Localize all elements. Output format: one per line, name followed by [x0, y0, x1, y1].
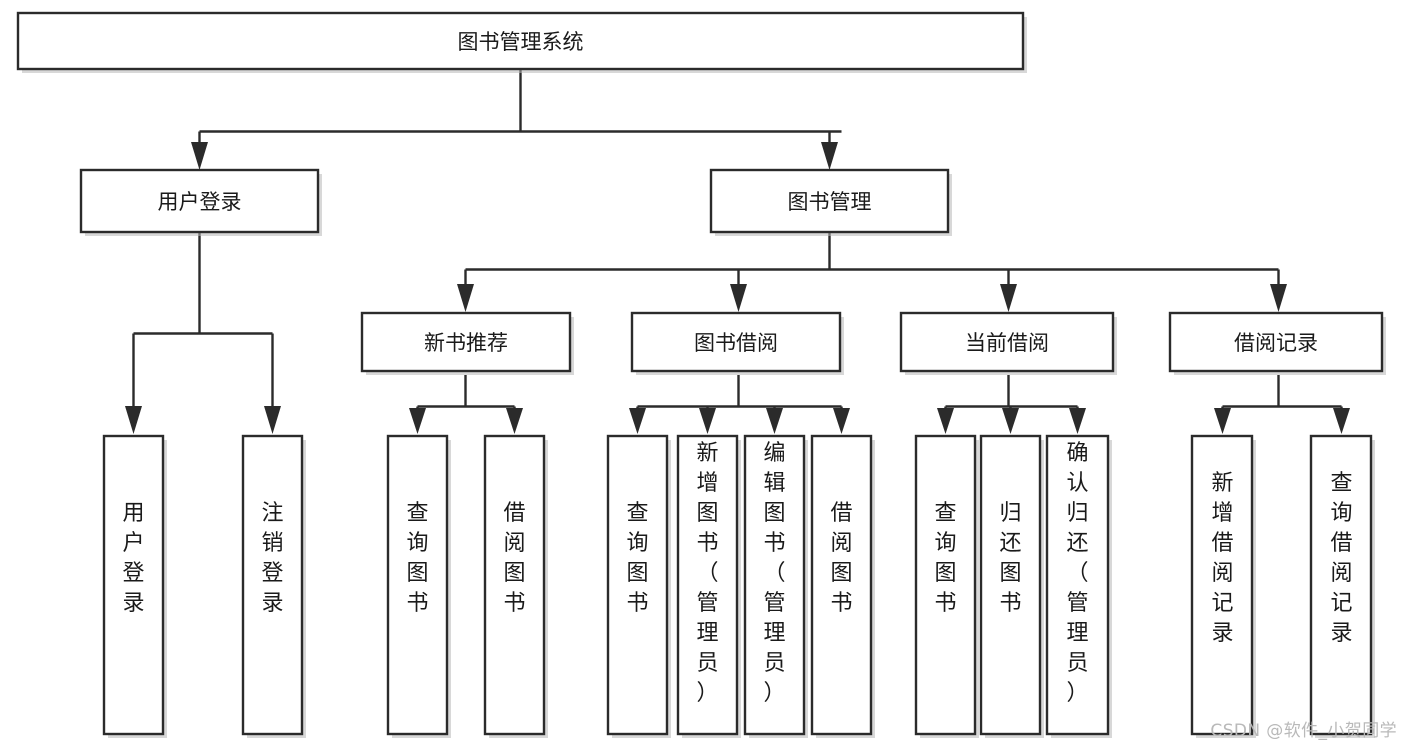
node-leaf-add-book[interactable]: 新增图书（管理员） — [676, 434, 741, 738]
node-leaf-add-book-label: 新增图书（管理员） — [696, 441, 718, 706]
node-leaf-query-book-1-label: 查询图书 — [406, 501, 428, 616]
node-leaf-confirm-return-box — [1045, 434, 1110, 736]
arrowhead-l2b — [730, 284, 747, 312]
node-book-borrow[interactable]: 图书借阅 — [630, 311, 844, 375]
node-current-borrow-box — [899, 311, 1115, 373]
node-leaf-add-book-box — [676, 434, 739, 736]
node-leaf-return-book-label: 归还图书 — [999, 501, 1021, 616]
node-user-login-box — [79, 168, 320, 234]
node-borrow-record-label: 借阅记录 — [1234, 331, 1318, 355]
arrowhead-leaf3 — [409, 408, 426, 434]
node-book-management[interactable]: 图书管理 — [709, 168, 952, 236]
connectors — [125, 69, 1350, 434]
node-current-borrow[interactable]: 当前借阅 — [899, 311, 1117, 375]
arrowhead-leaf5 — [629, 408, 646, 434]
node-borrow-record-box — [1168, 311, 1384, 373]
csdn-watermark: CSDN @软件_小贺同学 — [1210, 721, 1397, 741]
arrowhead-leaf13 — [1333, 408, 1350, 434]
node-leaf-edit-book[interactable]: 编辑图书（管理员） — [743, 434, 808, 738]
arrowhead-l1a — [191, 142, 208, 170]
node-leaf-logout-label: 注销登录 — [261, 501, 283, 616]
arrowhead-leaf4 — [506, 408, 523, 434]
node-current-borrow-label: 当前借阅 — [965, 331, 1049, 355]
node-leaf-logout-box — [241, 434, 304, 736]
node-leaf-query-book-3[interactable]: 查询图书 — [914, 434, 979, 738]
node-leaf-confirm-return-label: 确认归还（管理员） — [1066, 441, 1088, 706]
arrowhead-leaf7 — [766, 408, 783, 434]
arrowhead-leaf9 — [937, 408, 954, 434]
node-leaf-borrow-book-2-label: 借阅图书 — [830, 501, 852, 616]
node-book-borrow-label: 图书借阅 — [694, 331, 778, 355]
node-leaf-user-login-box — [102, 434, 165, 736]
arrowhead-leaf6 — [699, 408, 716, 434]
node-leaf-query-borrow-record-box — [1309, 434, 1373, 736]
node-leaf-add-borrow-record[interactable]: 新增借阅记录 — [1190, 434, 1256, 738]
node-root[interactable]: 图书管理系统 — [16, 11, 1027, 73]
node-leaf-add-borrow-record-label: 新增借阅记录 — [1211, 471, 1233, 646]
arrowhead-leaf2 — [264, 406, 281, 434]
node-leaf-return-book-box — [979, 434, 1042, 736]
node-leaf-borrow-book-2[interactable]: 借阅图书 — [810, 434, 875, 738]
arrowhead-l2a — [457, 284, 474, 312]
node-new-book-recommend-label: 新书推荐 — [424, 331, 508, 355]
arrowhead-leaf12 — [1214, 408, 1231, 434]
node-leaf-borrow-book-1[interactable]: 借阅图书 — [483, 434, 548, 738]
node-root-label: 图书管理系统 — [458, 30, 584, 54]
node-user-login-label: 用户登录 — [158, 190, 242, 214]
node-book-borrow-box — [630, 311, 842, 373]
node-leaf-borrow-book-2-box — [810, 434, 873, 736]
arrowhead-leaf8 — [833, 408, 850, 434]
node-leaf-return-book[interactable]: 归还图书 — [979, 434, 1044, 738]
node-leaf-query-book-1-box — [386, 434, 449, 736]
arrowhead-leaf11 — [1069, 408, 1086, 434]
arrowhead-leaf1 — [125, 406, 142, 434]
node-leaf-user-login[interactable]: 用户登录 — [102, 434, 167, 738]
node-leaf-query-book-2-box — [606, 434, 669, 736]
node-leaf-borrow-book-1-box — [483, 434, 546, 736]
node-leaf-edit-book-label: 编辑图书（管理员） — [763, 441, 785, 706]
arrowhead-l2d — [1270, 284, 1287, 312]
node-leaf-query-borrow-record-label: 查询借阅记录 — [1330, 471, 1352, 646]
node-borrow-record[interactable]: 借阅记录 — [1168, 311, 1386, 375]
node-leaf-query-book-1[interactable]: 查询图书 — [386, 434, 451, 738]
node-leaf-query-book-3-label: 查询图书 — [934, 501, 956, 616]
node-leaf-logout[interactable]: 注销登录 — [241, 434, 306, 738]
node-new-book-recommend[interactable]: 新书推荐 — [360, 311, 574, 375]
node-new-book-recommend-box — [360, 311, 572, 373]
node-leaf-query-book-2[interactable]: 查询图书 — [606, 434, 671, 738]
node-leaf-user-login-label: 用户登录 — [122, 501, 144, 616]
node-leaf-borrow-book-1-label: 借阅图书 — [503, 501, 525, 616]
node-leaf-query-book-3-box — [914, 434, 977, 736]
node-leaf-query-borrow-record[interactable]: 查询借阅记录 — [1309, 434, 1375, 738]
arrowhead-leaf10 — [1002, 408, 1019, 434]
node-book-management-label: 图书管理 — [788, 190, 872, 214]
node-leaf-query-book-2-label: 查询图书 — [626, 501, 648, 616]
node-user-login[interactable]: 用户登录 — [79, 168, 322, 236]
node-root-box — [16, 11, 1025, 71]
node-book-management-box — [709, 168, 950, 234]
node-leaf-add-borrow-record-box — [1190, 434, 1254, 736]
node-leaf-edit-book-box — [743, 434, 806, 736]
node-leaf-confirm-return[interactable]: 确认归还（管理员） — [1045, 434, 1112, 738]
arrowhead-l1b — [821, 142, 838, 170]
arrowhead-l2c — [1000, 284, 1017, 312]
